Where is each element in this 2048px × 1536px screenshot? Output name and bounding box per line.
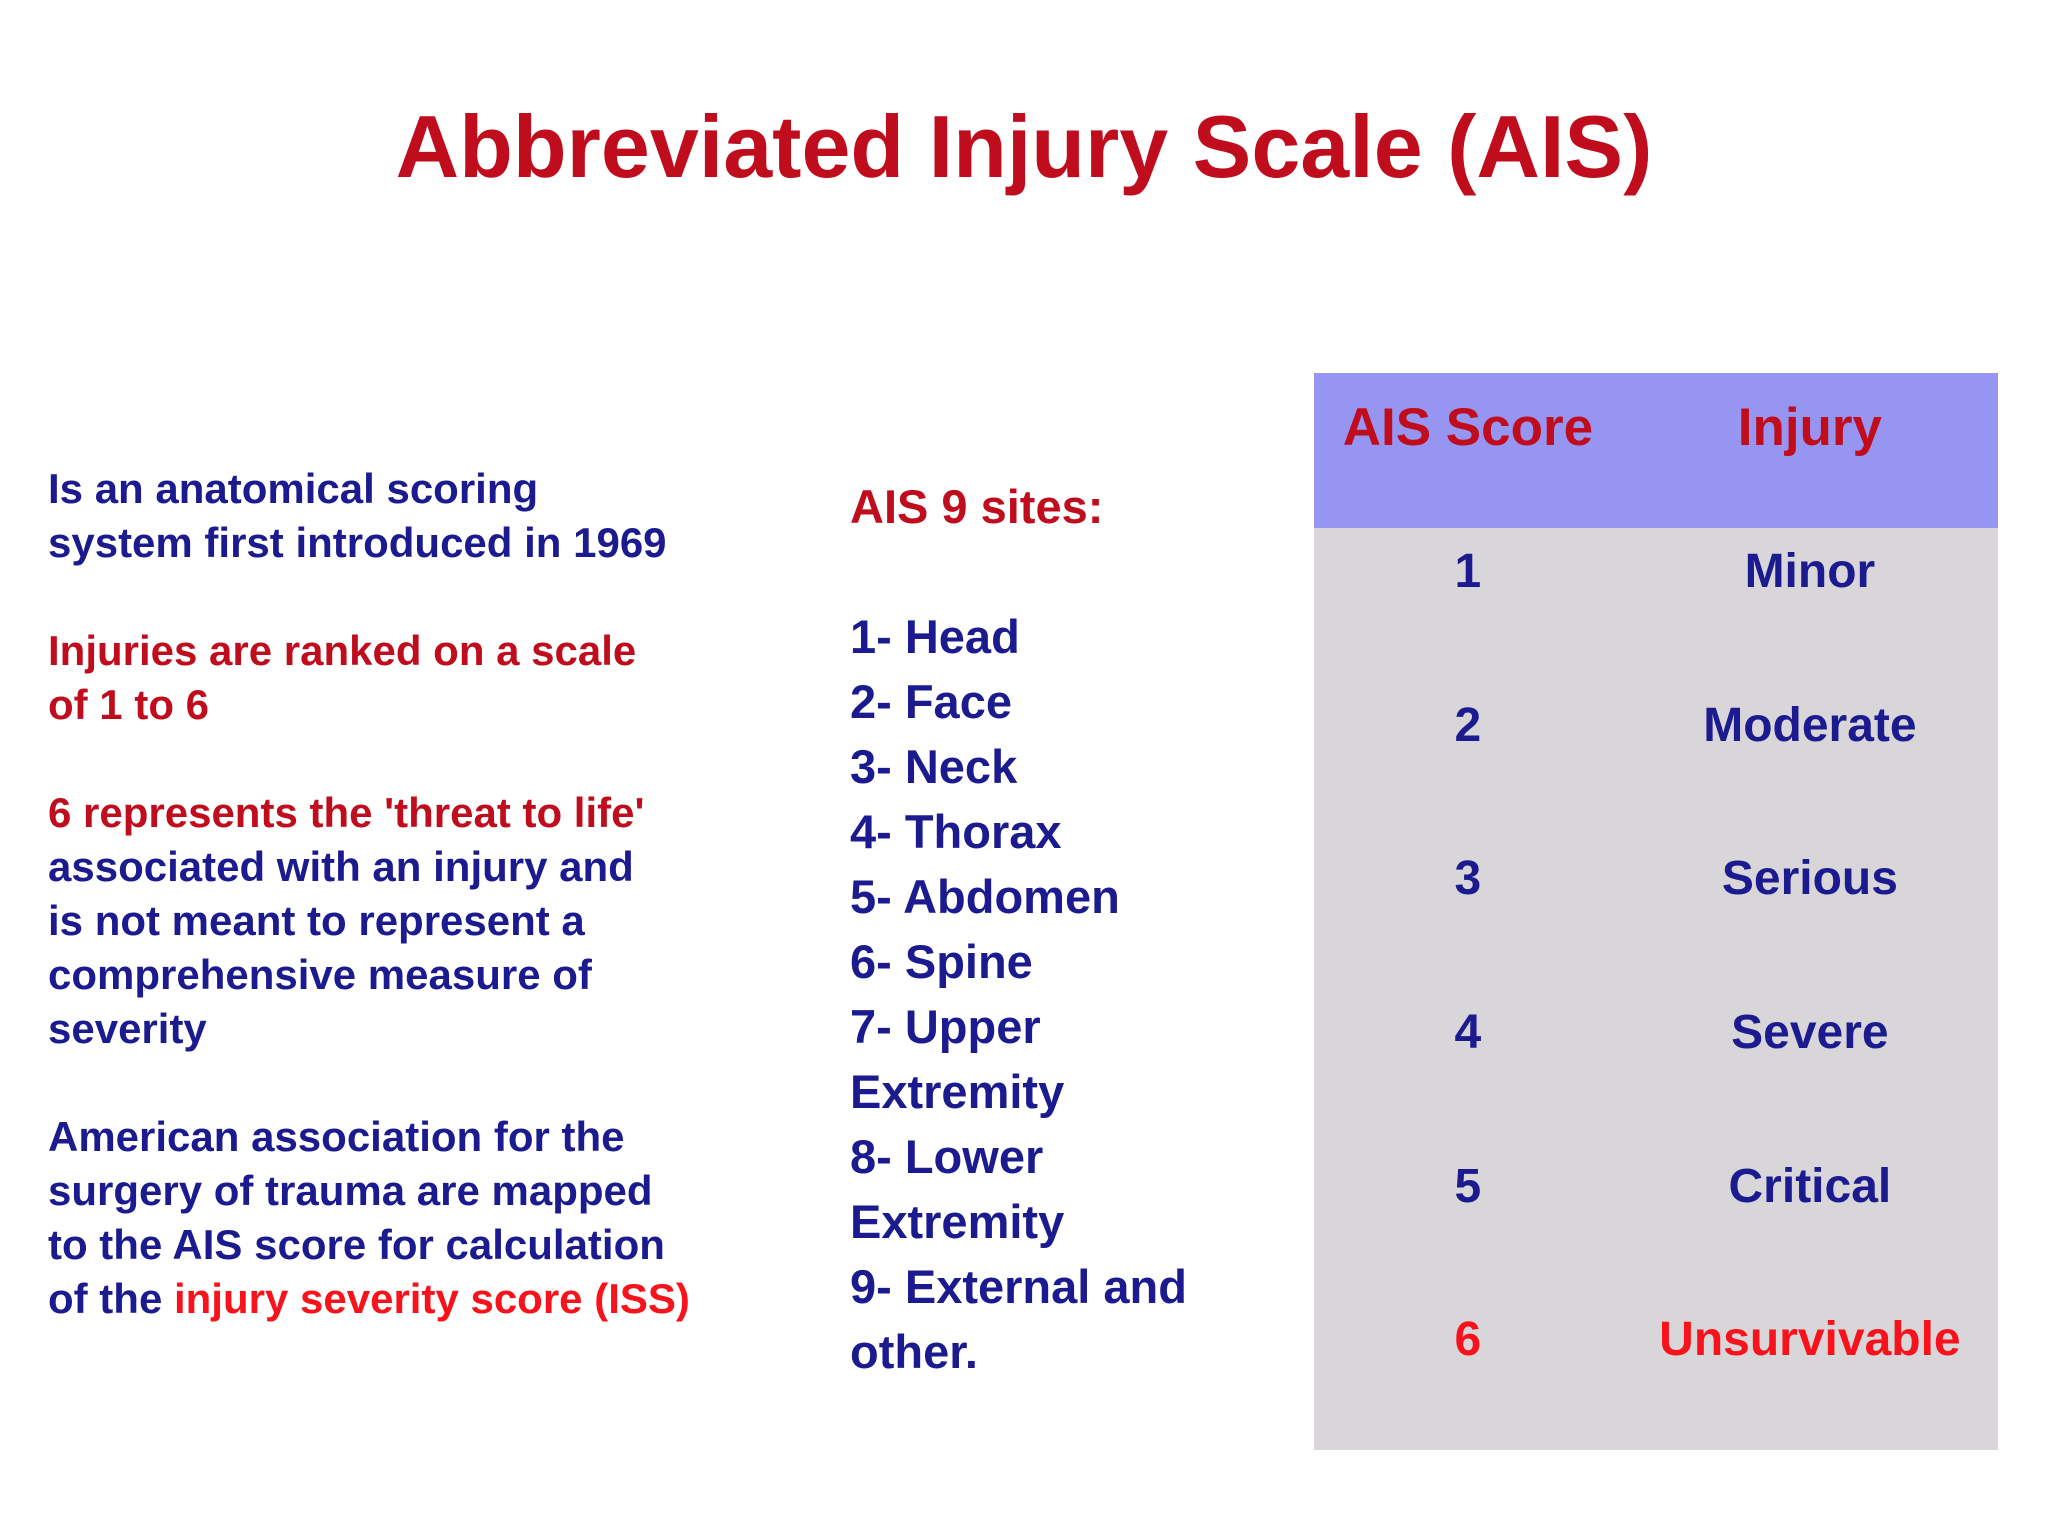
injury-cell: Unsurvivable bbox=[1659, 1313, 1961, 1367]
table-header-row: AIS Score Injury bbox=[1314, 373, 1998, 528]
site-item-thorax: 4- Thorax bbox=[850, 805, 1062, 858]
iss-mapping-body: American association for the surgery of … bbox=[48, 1113, 665, 1322]
sites-panel: AIS 9 sites: 1- Head 2- Face 3- Neck 4- … bbox=[850, 474, 1250, 1384]
score-cell: 2 bbox=[1454, 698, 1482, 752]
description-panel: Is an anatomical scoring system first in… bbox=[48, 462, 748, 1326]
header-injury: Injury bbox=[1737, 398, 1883, 457]
injury-cell: Moderate bbox=[1703, 698, 1917, 752]
injury-cell: Severe bbox=[1731, 1006, 1889, 1060]
page-title: Abbreviated Injury Scale (AIS) bbox=[395, 97, 1653, 196]
site-item-spine: 6- Spine bbox=[850, 935, 1033, 988]
site-item-upper-extremity: 7- Upper Extremity bbox=[850, 1000, 1065, 1118]
header-ais-score: AIS Score bbox=[1342, 398, 1594, 457]
paragraph-threat-to-life: 6 represents the 'threat to life' associ… bbox=[48, 786, 748, 1056]
iss-highlight: injury severity score (ISS) bbox=[173, 1275, 690, 1322]
score-cell: 1 bbox=[1454, 545, 1482, 598]
injury-cell: Critical bbox=[1728, 1159, 1892, 1213]
paragraph-scale-range: Injuries are ranked on a scale of 1 to 6 bbox=[48, 627, 637, 728]
site-item-neck: 3- Neck bbox=[850, 740, 1018, 793]
injury-cell: Serious bbox=[1721, 852, 1898, 906]
table-body: 1 Minor 2 Moderate 3 Serious 4 Severe 5 … bbox=[1314, 528, 1998, 1450]
table-row-serious: 3 Serious bbox=[1314, 835, 1998, 989]
site-item-face: 2- Face bbox=[850, 675, 1012, 728]
score-cell: 4 bbox=[1454, 1006, 1482, 1060]
threat-to-life-highlight: 6 represents the 'threat to life' bbox=[48, 789, 645, 836]
ais-score-table: AIS Score Injury 1 Minor 2 Moderate 3 Se… bbox=[1314, 373, 1998, 1450]
site-item-lower-extremity: 8- Lower Extremity bbox=[850, 1130, 1065, 1248]
table-row-unsurvivable: 6 Unsurvivable bbox=[1314, 1296, 1998, 1450]
paragraph-intro: Is an anatomical scoring system first in… bbox=[48, 465, 667, 566]
site-item-abdomen: 5- Abdomen bbox=[850, 870, 1120, 923]
site-item-external: 9- External and other. bbox=[850, 1260, 1187, 1378]
sites-heading: AIS 9 sites: bbox=[850, 480, 1104, 533]
score-cell: 6 bbox=[1454, 1313, 1482, 1367]
table-row-severe: 4 Severe bbox=[1314, 989, 1998, 1143]
table-row-minor: 1 Minor bbox=[1314, 528, 1998, 682]
score-cell: 3 bbox=[1454, 852, 1482, 906]
paragraph-iss-mapping: American association for the surgery of … bbox=[48, 1110, 748, 1326]
site-item-head: 1- Head bbox=[850, 610, 1020, 663]
table-row-critical: 5 Critical bbox=[1314, 1143, 1998, 1297]
score-cell: 5 bbox=[1454, 1159, 1482, 1213]
injury-cell: Minor bbox=[1744, 545, 1876, 598]
threat-to-life-body: associated with an injury and is not mea… bbox=[48, 843, 634, 1052]
table-row-moderate: 2 Moderate bbox=[1314, 682, 1998, 836]
